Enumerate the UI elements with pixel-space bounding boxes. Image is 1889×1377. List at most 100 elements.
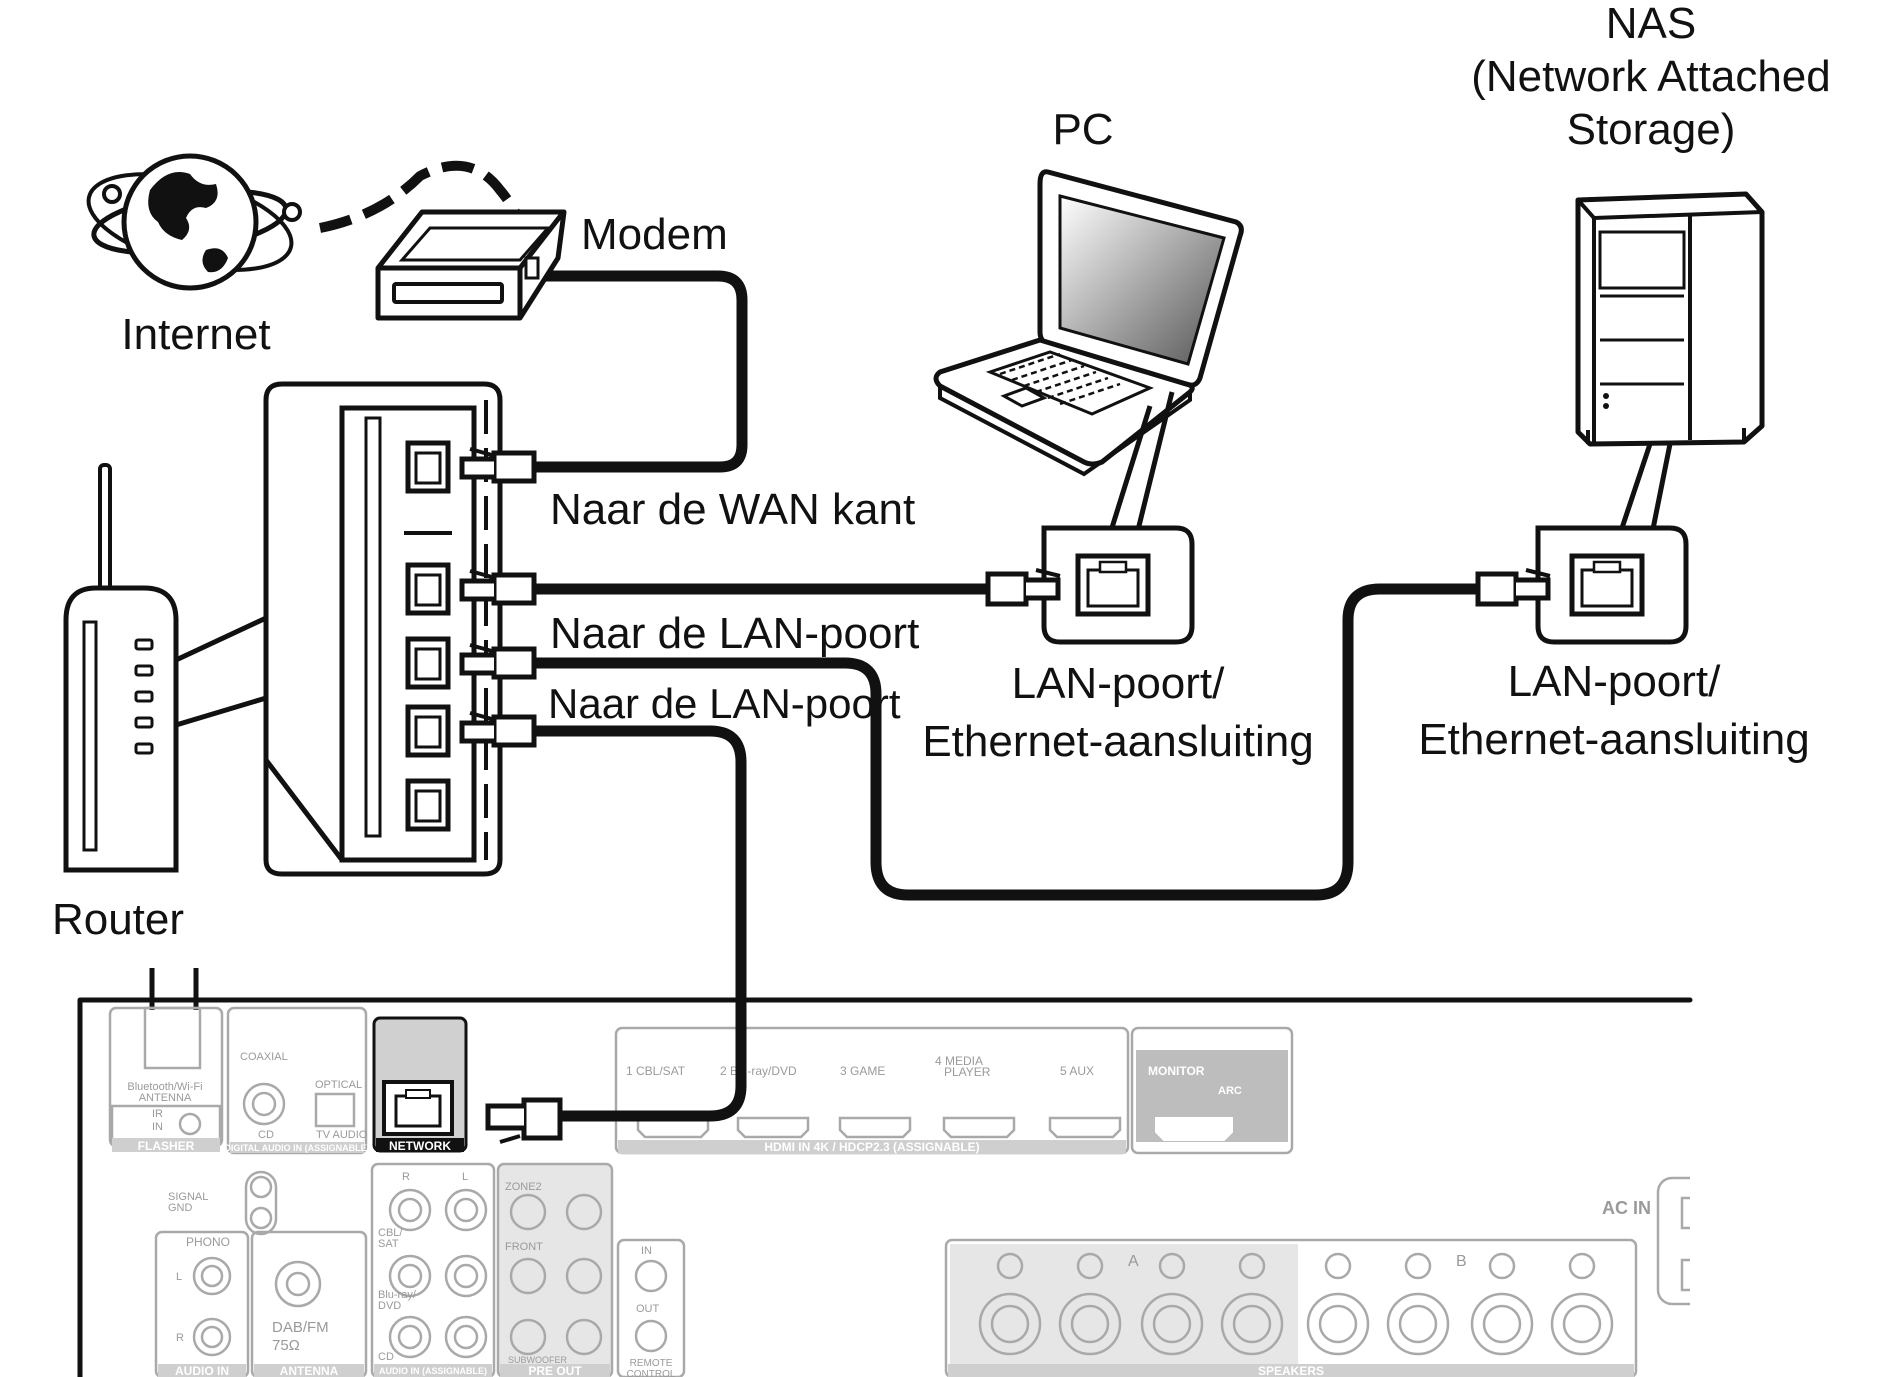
pc-label: PC <box>1052 105 1113 154</box>
pc-port-label: LAN-poort/ <box>1012 659 1226 708</box>
pc-lan-port <box>985 525 1195 645</box>
internet-link <box>319 160 527 233</box>
wan-side-label: Naar de WAN kant <box>550 485 915 534</box>
nas-port-label-2: Ethernet-aansluiting <box>1418 715 1809 764</box>
svg-text:R: R <box>176 1332 184 1344</box>
rca-jack-inner <box>453 1324 479 1350</box>
speaker-post-top <box>1568 1252 1596 1280</box>
receiver-cable <box>527 725 747 1122</box>
speaker-post-top <box>1238 1252 1266 1280</box>
diagram-labels: NAS (Network Attached Storage) PC Modem … <box>52 0 1831 944</box>
ethernet-plug-icon <box>459 447 537 484</box>
svg-text:CD: CD <box>378 1351 394 1363</box>
rca-jack <box>444 1315 488 1359</box>
svg-text:PHONO: PHONO <box>186 1235 230 1249</box>
speaker-post <box>1306 1292 1370 1356</box>
svg-text:DAB/FM: DAB/FM <box>272 1319 329 1336</box>
nas-tower-icon <box>1575 191 1765 535</box>
svg-text:NETWORK: NETWORK <box>389 1139 451 1153</box>
router-zoom-callout <box>174 381 537 877</box>
speaker-post <box>1386 1292 1450 1356</box>
ethernet-plug-icon <box>459 643 537 680</box>
laptop-icon <box>933 169 1244 535</box>
svg-text:PRE OUT: PRE OUT <box>528 1364 582 1377</box>
svg-text:IN: IN <box>641 1245 652 1257</box>
speaker-post <box>1058 1292 1122 1356</box>
rj45-jack-icon <box>405 704 451 758</box>
svg-text:1 CBL/SAT: 1 CBL/SAT <box>626 1064 686 1078</box>
svg-text:IR: IR <box>152 1108 163 1120</box>
svg-text:SAT: SAT <box>378 1238 399 1250</box>
svg-text:AC IN: AC IN <box>1602 1198 1651 1218</box>
svg-text:OUT: OUT <box>636 1303 660 1315</box>
nas-label-3: Storage) <box>1567 105 1736 154</box>
svg-text:CONTROL: CONTROL <box>627 1369 676 1377</box>
speaker-terminals: A B SPEAKERS <box>944 1238 1638 1377</box>
speaker-post-inner <box>1482 1304 1522 1344</box>
rca-jack <box>444 1254 488 1298</box>
svg-text:CBL/: CBL/ <box>378 1227 403 1239</box>
pre-out-panel: ZONE2 FRONT SUBWOOFER PRE OUT <box>496 1162 614 1377</box>
svg-text:2 Blu-ray/DVD: 2 Blu-ray/DVD <box>720 1064 797 1078</box>
analog-audio-in: R L CBL/ SAT Blu-ray/ DVD CD AUDIO IN (A… <box>370 1162 496 1377</box>
receiver-rear-panel: Bluetooth/Wi-Fi ANTENNA IR IN FLASHER CO… <box>77 968 1693 1377</box>
rca-jack-inner <box>453 1197 479 1223</box>
nas-cable <box>527 583 1486 901</box>
speaker-post-top <box>1076 1252 1104 1280</box>
svg-text:R: R <box>402 1171 410 1183</box>
svg-text:ANTENNA: ANTENNA <box>139 1092 192 1104</box>
rca-jack-inner <box>397 1263 423 1289</box>
svg-text:L: L <box>176 1271 182 1283</box>
ethernet-plug-icon <box>485 1097 563 1144</box>
ethernet-plug-icon <box>459 569 537 606</box>
router-label: Router <box>52 895 184 944</box>
svg-text:GND: GND <box>168 1202 193 1214</box>
svg-text:4 MEDIA: 4 MEDIA <box>935 1054 983 1068</box>
rj45-jack-icon <box>405 440 451 494</box>
svg-text:MONITOR: MONITOR <box>1148 1064 1205 1078</box>
phono-antenna-panel: SIGNAL GND PHONO L R AUDIO IN DAB/FM 75Ω… <box>154 1170 368 1377</box>
speaker-post <box>1220 1292 1284 1356</box>
rca-jack-inner <box>397 1197 423 1223</box>
internet-label: Internet <box>121 310 270 359</box>
nas-label: NAS <box>1606 0 1696 48</box>
router-icon <box>63 463 179 873</box>
speaker-post <box>1550 1292 1614 1356</box>
svg-text:ZONE2: ZONE2 <box>505 1181 542 1193</box>
hdmi-port <box>942 1116 1016 1139</box>
svg-text:3 GAME: 3 GAME <box>840 1064 885 1078</box>
digital-audio-in: COAXIAL CD OPTICAL TV AUDIO DIGITAL AUDI… <box>224 1006 370 1155</box>
svg-text:PLAYER: PLAYER <box>944 1065 991 1079</box>
speaker-post-inner <box>1318 1304 1358 1344</box>
modem-icon <box>375 209 567 321</box>
speaker-post-inner <box>1152 1304 1192 1344</box>
speaker-post <box>1140 1292 1204 1356</box>
speaker-post-top <box>1488 1252 1516 1280</box>
svg-text:DIGITAL AUDIO IN (ASSIGNABLE): DIGITAL AUDIO IN (ASSIGNABLE) <box>224 1143 369 1153</box>
rca-jack <box>388 1188 432 1232</box>
speaker-post-top <box>1158 1252 1186 1280</box>
svg-text:5 AUX: 5 AUX <box>1060 1064 1094 1078</box>
svg-text:HDMI OUT 4K/HDCP2.3: HDMI OUT 4K/HDCP2.3 <box>1151 1142 1272 1154</box>
rj45-jack-icon <box>405 562 451 616</box>
rca-jack <box>388 1315 432 1359</box>
rj45-jack-icon <box>405 636 451 690</box>
svg-text:ANTENNA: ANTENNA <box>280 1364 339 1377</box>
rca-jack-inner <box>453 1263 479 1289</box>
svg-text:REMOTE: REMOTE <box>630 1358 673 1369</box>
rca-jack <box>444 1188 488 1232</box>
nas-port-label: LAN-poort/ <box>1508 657 1722 706</box>
svg-text:SIGNAL: SIGNAL <box>168 1191 208 1203</box>
network-port: NETWORK <box>372 1016 468 1153</box>
rca-jack <box>388 1254 432 1298</box>
svg-text:Bluetooth/Wi-Fi: Bluetooth/Wi-Fi <box>127 1081 202 1093</box>
ethernet-plug-icon <box>1475 568 1551 607</box>
speaker-post <box>978 1292 1042 1356</box>
nas-label-2: (Network Attached <box>1471 52 1831 101</box>
lan-port-label-1: Naar de LAN-poort <box>550 609 919 658</box>
speaker-post-inner <box>990 1304 1030 1344</box>
svg-text:AUDIO IN: AUDIO IN <box>175 1364 229 1377</box>
svg-text:FRONT: FRONT <box>505 1241 543 1253</box>
hdmi-port <box>1048 1116 1122 1139</box>
